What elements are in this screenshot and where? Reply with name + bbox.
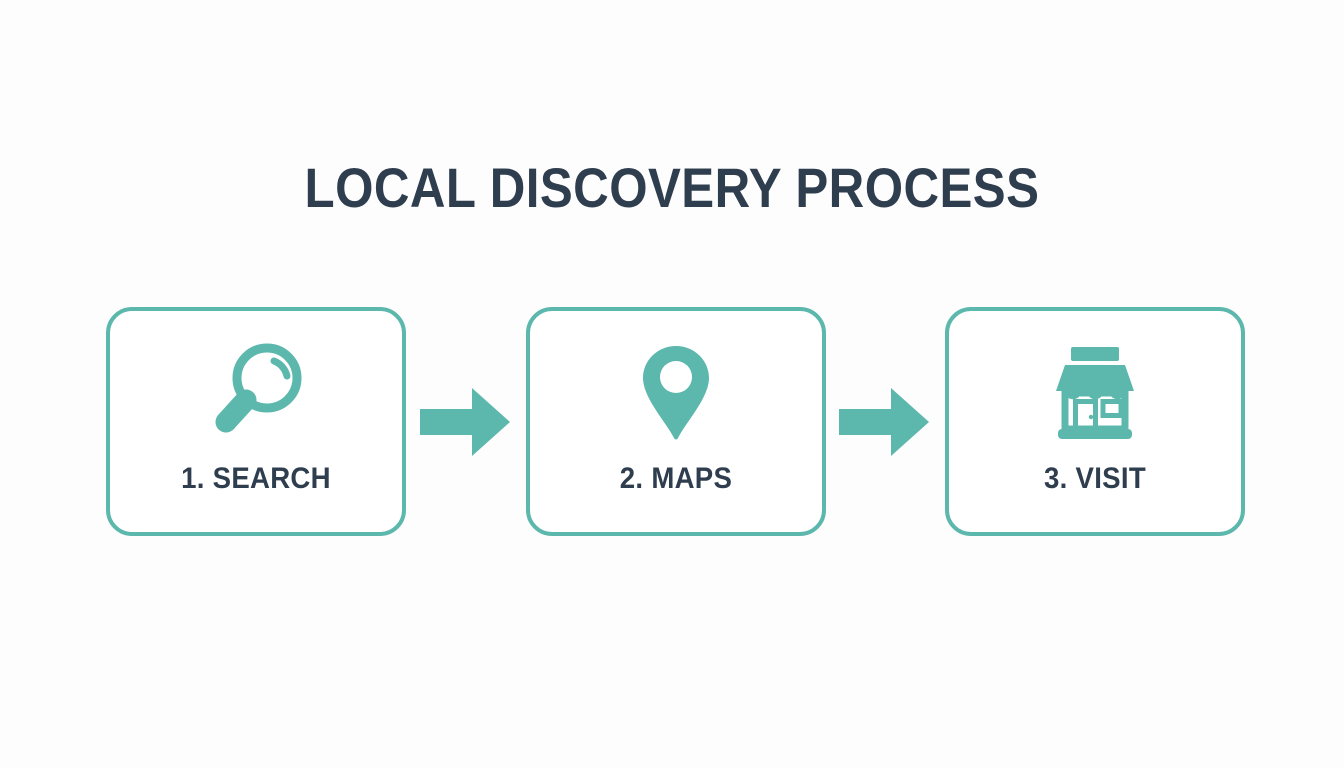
map-pin-icon [622,339,730,447]
process-step-label: 1. SEARCH [181,462,331,495]
magnifying-glass-icon [202,339,310,447]
process-step-search[interactable]: 1. SEARCH [106,307,406,536]
arrow-right-icon [839,385,931,459]
storefront-icon [1041,339,1149,447]
process-flow: 1. SEARCH 2. MAPS [106,307,1245,536]
page-title: LOCAL DISCOVERY PROCESS [304,156,1040,219]
arrow-right-icon [419,385,512,459]
process-step-maps[interactable]: 2. MAPS [525,307,826,536]
process-step-label: 2. MAPS [619,462,732,495]
process-step-visit[interactable]: 3. VISIT [945,307,1245,536]
process-step-label: 3. VISIT [1044,462,1146,495]
